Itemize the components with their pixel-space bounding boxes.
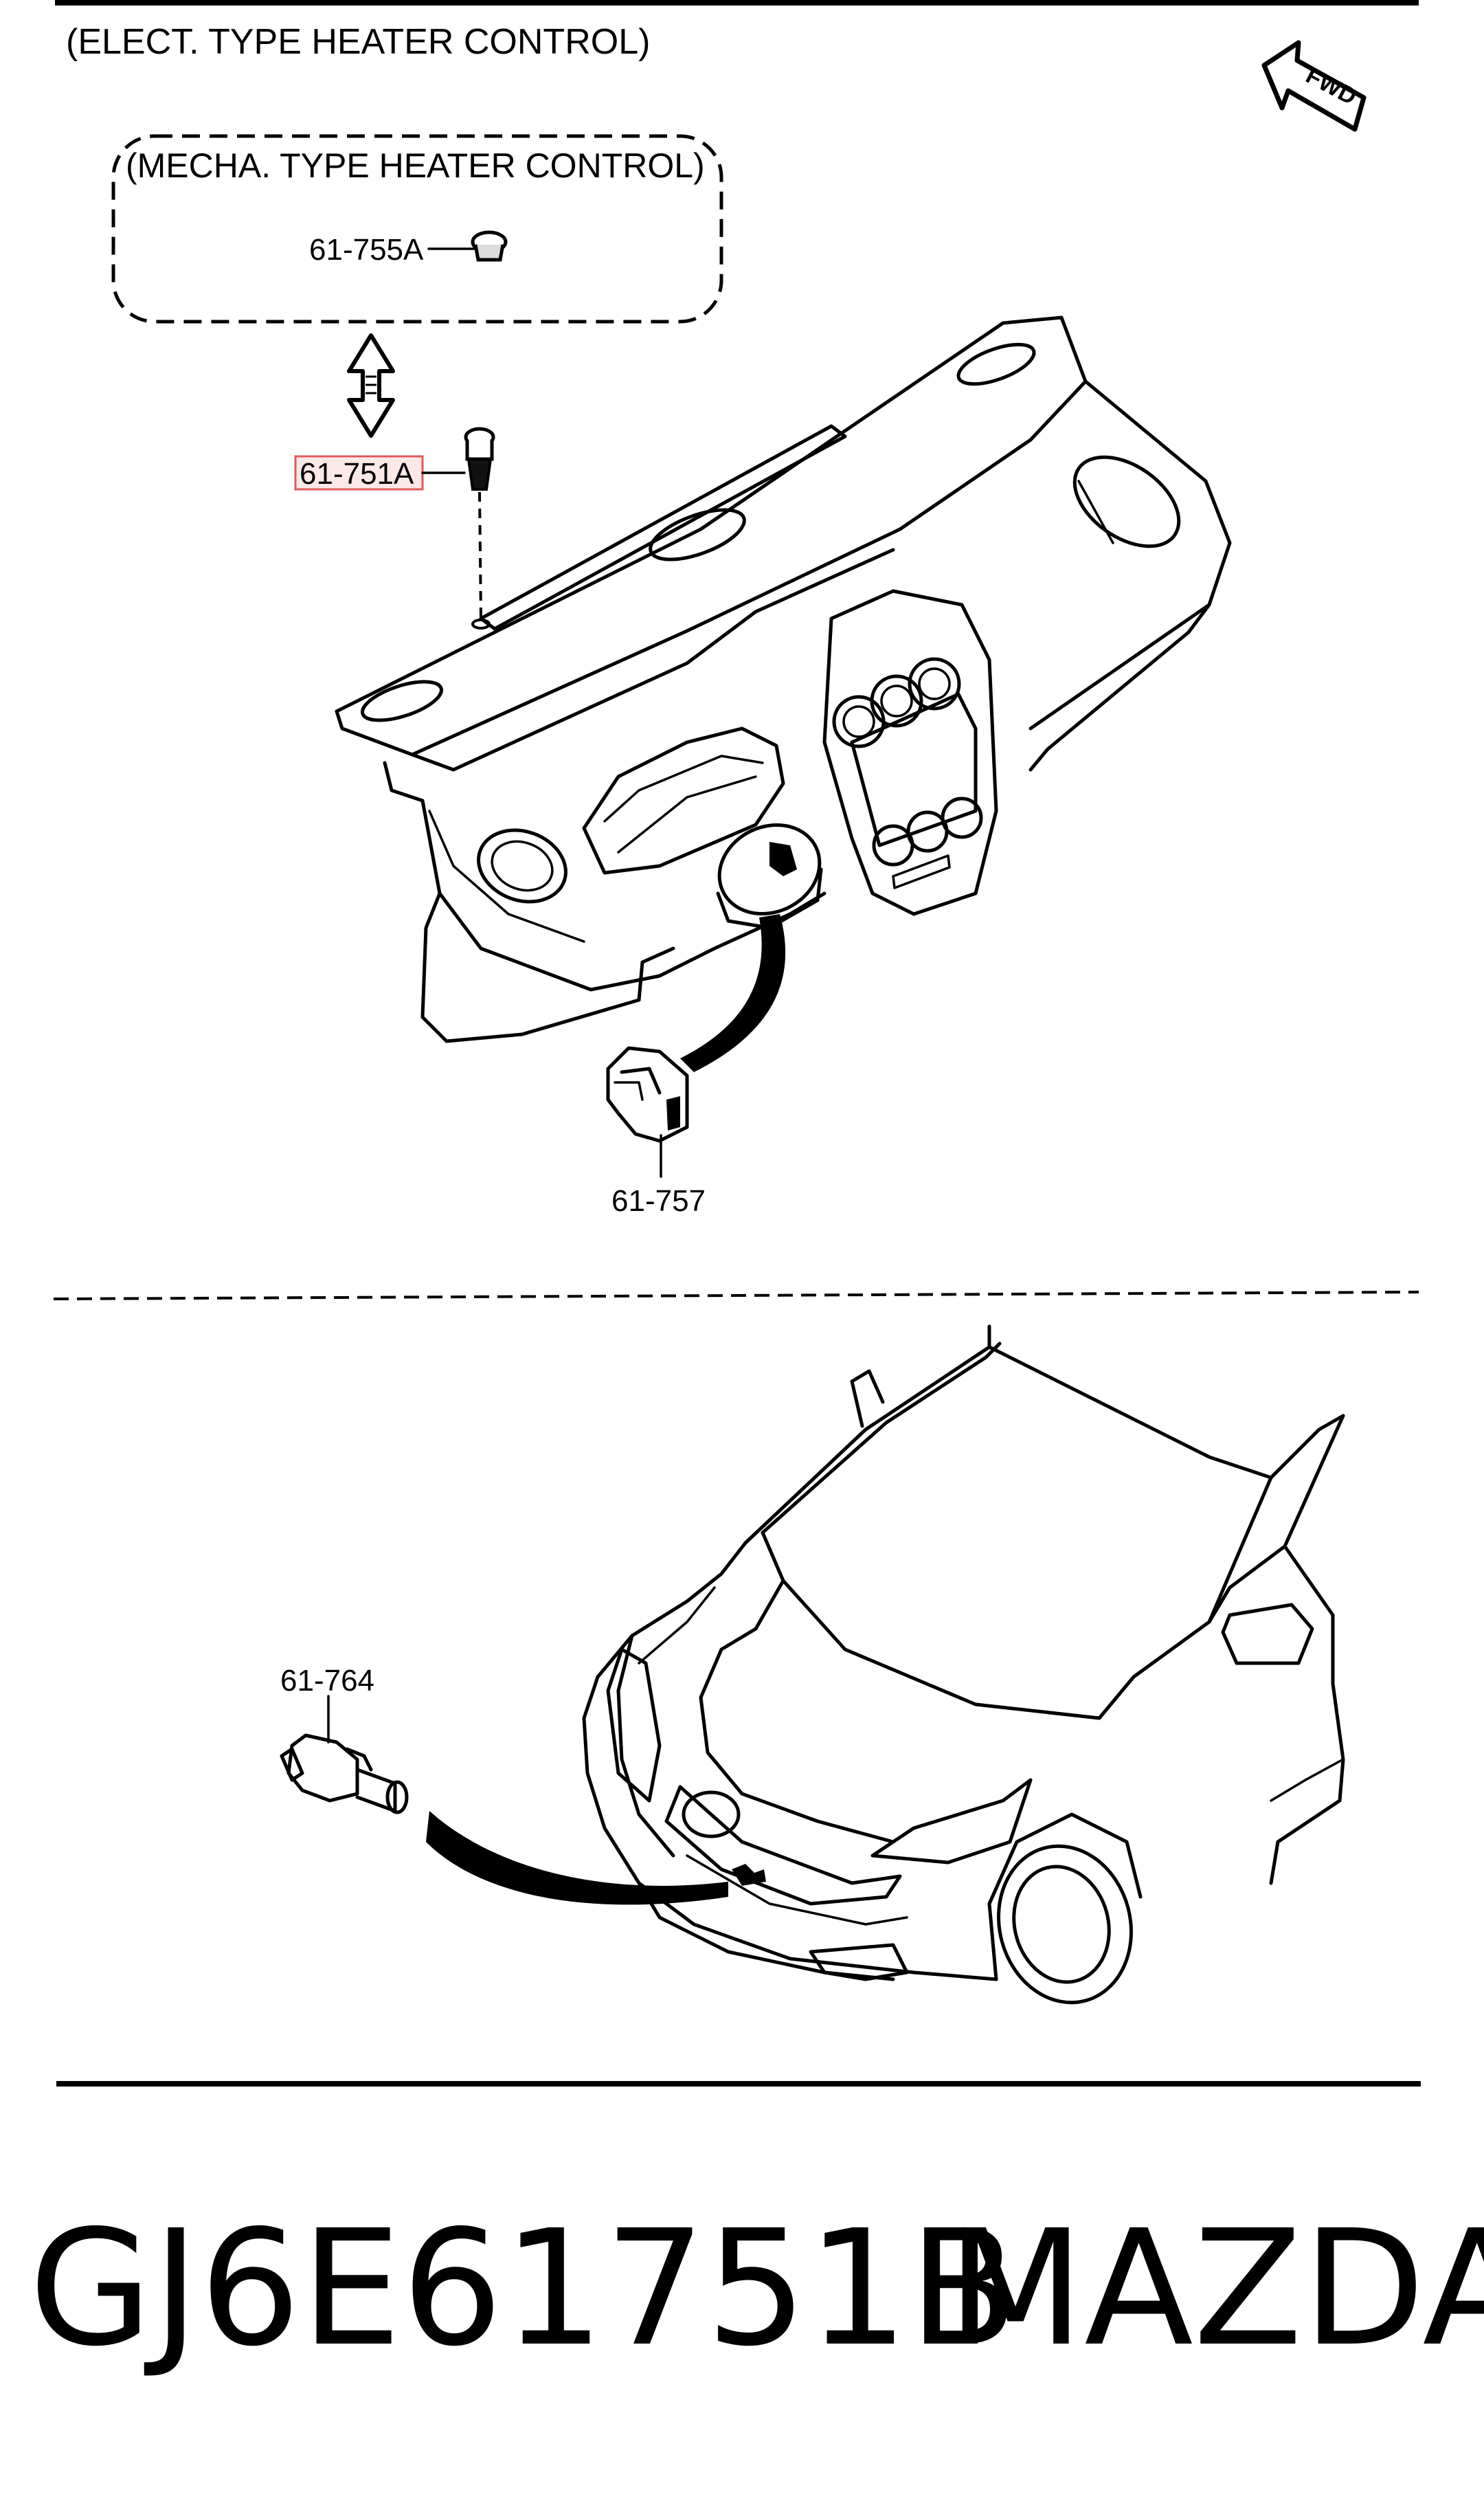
- clip-part-61-755a-icon: [471, 230, 508, 262]
- clip-part-61-751a-icon: [464, 427, 495, 491]
- brand-name: MAZDA: [947, 2196, 1484, 2381]
- fwd-arrow-icon: FWD: [1261, 40, 1367, 132]
- part-label-61-755a: 61-755A: [309, 233, 424, 267]
- car-illustration: [582, 1324, 1345, 2005]
- install-dashed-line: [478, 491, 482, 619]
- double-arrow-icon: [347, 333, 395, 438]
- sensor-part-61-757-icon: [606, 1046, 689, 1143]
- part-number: GJ6E61751B: [29, 2196, 1018, 2381]
- section-divider: [53, 1291, 1419, 1300]
- part-label-highlight: [294, 455, 424, 491]
- part-label-61-764: 61-764: [280, 1664, 374, 1698]
- mecha-dashed-box: [111, 134, 723, 324]
- callout-arrow-61-764: [426, 1811, 728, 1905]
- part-label-61-757: 61-757: [611, 1184, 706, 1218]
- callout-arrow-61-757: [680, 914, 786, 1072]
- dashboard-illustration: [335, 315, 1232, 1043]
- sensor-part-61-764-icon: [280, 1733, 409, 1814]
- part-label-61-751a: 61-751A: [300, 457, 414, 491]
- mecha-section-title: (MECHA. TYPE HEATER CONTROL): [126, 146, 705, 185]
- elect-section-title: (ELECT. TYPE HEATER CONTROL): [66, 22, 650, 62]
